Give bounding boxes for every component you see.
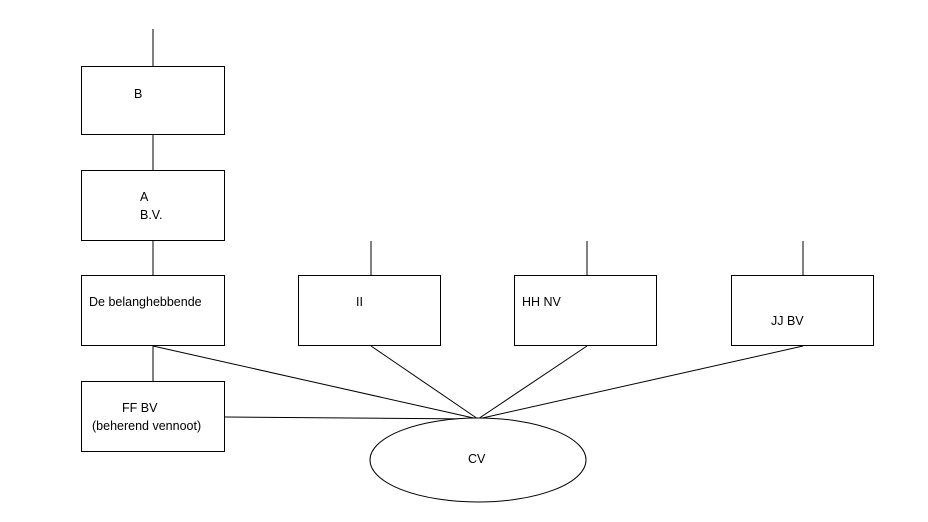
box-a-label-line1: A: [140, 190, 149, 204]
box-jj-label: JJ BV: [771, 314, 804, 328]
connector-ii-cv: [370, 345, 479, 420]
box-jj: JJ BV: [731, 275, 874, 346]
box-ff-label-line1: FF BV: [122, 401, 158, 415]
box-ff-label-line2: (beherend vennoot): [92, 419, 201, 433]
box-a: A B.V.: [81, 170, 225, 241]
ellipse-cv-label: CV: [468, 452, 486, 466]
connector-ff-cv: [224, 416, 479, 420]
connector-belanghebbende-cv: [152, 345, 479, 420]
box-ff: FF BV (beherend vennoot): [81, 381, 225, 452]
box-a-label-line2: B.V.: [140, 208, 162, 222]
ellipse-cv: CV: [369, 417, 587, 503]
box-hh-label: HH NV: [522, 295, 562, 309]
box-belanghebbende: De belanghebbende: [81, 275, 225, 346]
box-hh: HH NV: [514, 275, 657, 346]
box-b-label: B: [134, 87, 142, 101]
box-b: B: [81, 66, 225, 135]
box-ii: II: [298, 275, 441, 346]
box-belanghebbende-label: De belanghebbende: [89, 295, 202, 309]
connector-jj-cv: [477, 345, 804, 420]
box-ii-label: II: [356, 295, 363, 309]
connector-hh-cv: [477, 345, 588, 420]
